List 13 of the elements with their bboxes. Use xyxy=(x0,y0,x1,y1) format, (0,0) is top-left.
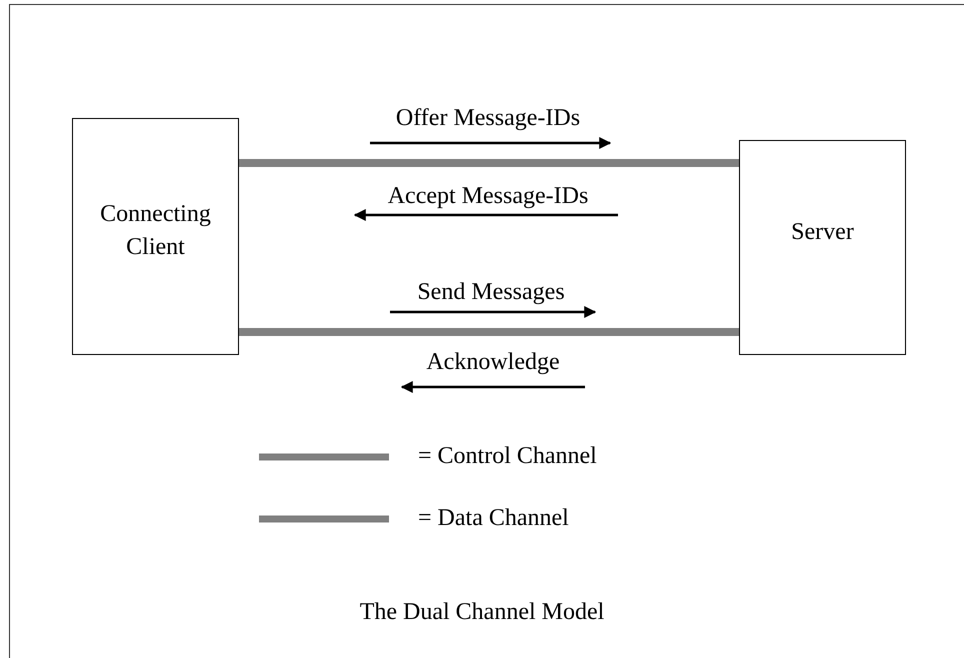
channel-line xyxy=(239,159,739,167)
process-box xyxy=(72,118,239,355)
legend-text: = Control Channel xyxy=(418,444,597,468)
box-label: Server xyxy=(791,218,854,248)
message-label: Acknowledge xyxy=(426,350,560,374)
legend-text: = Data Channel xyxy=(418,506,569,530)
message-label: Send Messages xyxy=(417,280,565,304)
channel-line xyxy=(239,328,739,336)
message-label: Accept Message-IDs xyxy=(388,184,588,208)
process-box xyxy=(739,140,906,355)
caption: The Dual Channel Model xyxy=(360,600,604,624)
message-label: Offer Message-IDs xyxy=(396,106,580,130)
box-label: Connecting Client xyxy=(99,200,212,262)
